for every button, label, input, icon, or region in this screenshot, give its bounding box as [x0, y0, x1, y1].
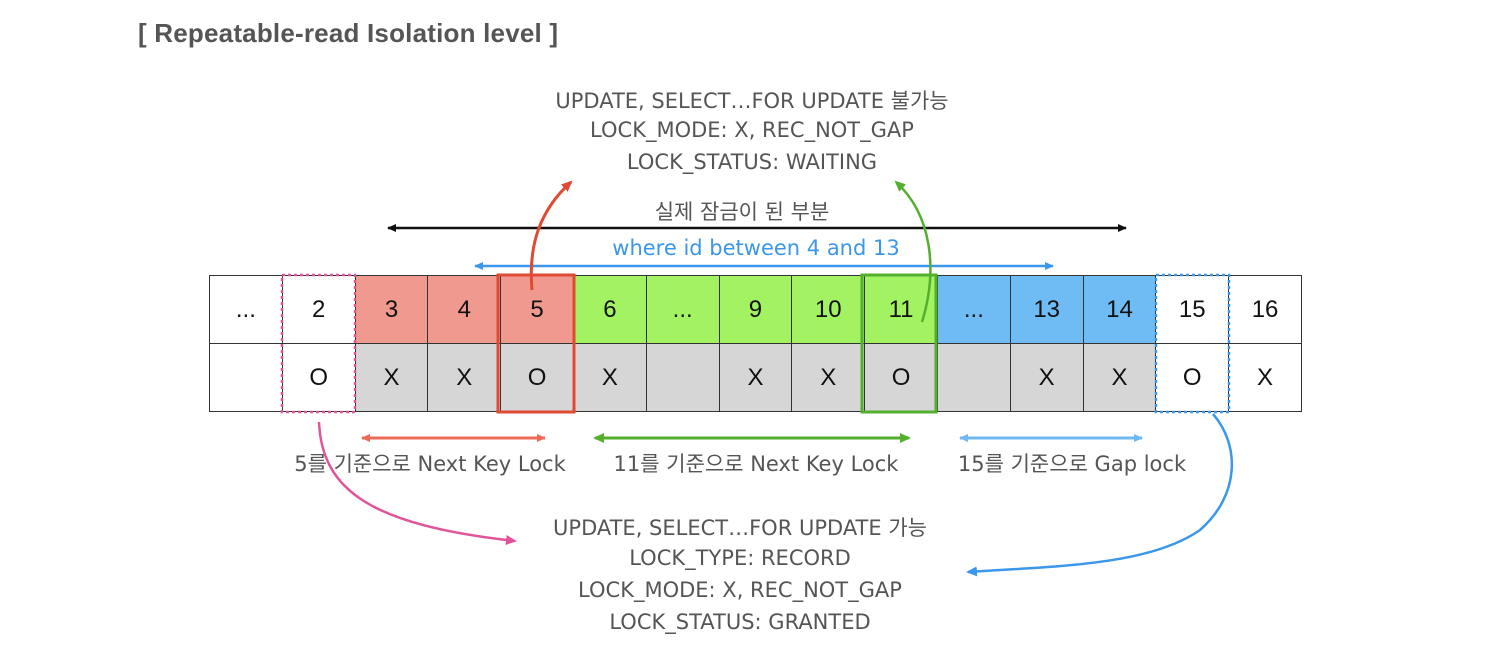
record-lock-mark-cell: X — [1010, 344, 1084, 412]
record-id-cell: 6 — [573, 276, 647, 344]
top-note-line2: LOCK_MODE: X, REC_NOT_GAP — [590, 118, 914, 142]
record-lock-mark-cell: X — [573, 344, 647, 412]
record-5-highlight — [496, 273, 576, 414]
record-lock-mark-cell: X — [428, 344, 502, 412]
green-lock-label: 11를 기준으로 Next Key Lock — [613, 452, 899, 476]
bottom-note-line1: UPDATE, SELECT…FOR UPDATE 가능 — [553, 516, 927, 540]
record-lock-mark-cell — [937, 344, 1011, 412]
record-id-cell: 13 — [1010, 276, 1084, 344]
range-label: where id between 4 and 13 — [612, 236, 900, 260]
green-waiting-arrow — [894, 180, 932, 323]
bottom-note-line3: LOCK_MODE: X, REC_NOT_GAP — [578, 578, 902, 602]
record-11-highlight — [860, 273, 938, 414]
record-2-dashed — [280, 273, 357, 414]
record-id-cell: 9 — [719, 276, 793, 344]
record-lock-mark-cell — [646, 344, 720, 412]
record-id-cell: 16 — [1229, 276, 1302, 344]
record-id-cell: 5 — [501, 276, 574, 344]
record-id-cell: 11 — [865, 276, 938, 344]
record-lock-mark-cell: O — [282, 344, 356, 412]
record-id-cell: 15 — [1156, 276, 1230, 344]
blue-granted-arrow — [966, 413, 1234, 577]
record-id-cell: ... — [646, 276, 720, 344]
record-lock-mark-cell: X — [355, 344, 429, 412]
bottom-note-line4: LOCK_STATUS: GRANTED — [609, 610, 871, 634]
record-lock-mark-cell: X — [1229, 344, 1302, 412]
diagram-title: [ Repeatable-read Isolation level ] — [138, 18, 559, 48]
record-id-cell: 2 — [282, 276, 356, 344]
record-lock-mark-cell: X — [1083, 344, 1157, 412]
top-note-line1: UPDATE, SELECT…FOR UPDATE 불가능 — [555, 89, 949, 113]
record-id-cell: 14 — [1083, 276, 1157, 344]
pink-granted-arrow — [317, 421, 517, 545]
record-id-cell: 4 — [428, 276, 502, 344]
blue-lock-label: 15를 기준으로 Gap lock — [957, 452, 1187, 476]
record-id-cell: 3 — [355, 276, 429, 344]
actual-lock-label: 실제 잠금이 된 부분 — [654, 200, 830, 224]
record-id-cell: 10 — [792, 276, 866, 344]
top-note-line3: LOCK_STATUS: WAITING — [626, 150, 878, 174]
record-lock-mark-cell: X — [719, 344, 793, 412]
record-lock-mark-cell: X — [792, 344, 866, 412]
record-15-dashed — [1154, 273, 1231, 414]
bottom-note-line2: LOCK_TYPE: RECORD — [629, 546, 851, 570]
record-lock-mark-cell — [210, 344, 283, 412]
red-lock-label: 5를 기준으로 Next Key Lock — [294, 452, 566, 476]
record-id-cell: ... — [937, 276, 1011, 344]
record-lock-mark-cell: O — [501, 344, 574, 412]
